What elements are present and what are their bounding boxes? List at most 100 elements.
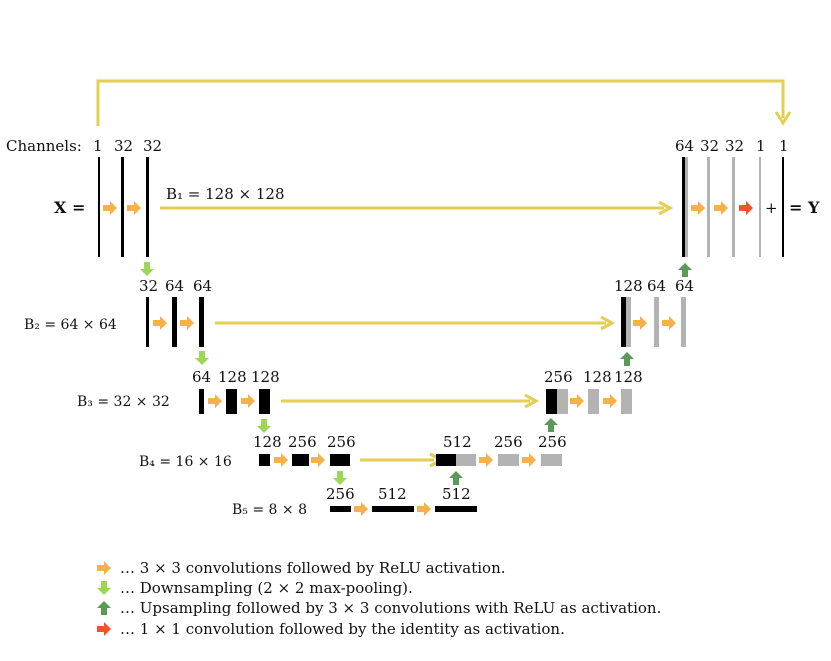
l1-arrows: [739, 201, 753, 215]
orange-right-arrow-icon: [522, 453, 536, 467]
l3-dec-block-1: [588, 389, 599, 414]
l1-dec-ch-0: 64: [675, 137, 694, 155]
l3-skip-arrowhead: [524, 393, 540, 409]
l2-dec-block-0: [626, 297, 631, 347]
l1-skip-copy-block: [682, 157, 685, 257]
l1-dec-ch-1: 32: [700, 137, 719, 155]
orange-right-arrow-icon: [153, 316, 167, 330]
l2-skip-arrowhead: [600, 315, 616, 331]
l2-dec-block-1: [654, 297, 659, 347]
l5-block-1: [372, 506, 414, 512]
l1-enc-ch-2: 32: [143, 137, 162, 155]
l4-enc-ch-2: 256: [327, 433, 356, 451]
l5-block-0: [330, 506, 351, 512]
l1-enc-ch-0: 1: [93, 137, 103, 155]
dark-green-up-arrow-icon: [449, 471, 463, 485]
dark-green-up-arrow-icon: [97, 601, 111, 615]
l5-size-label: B₅ = 8 × 8: [232, 502, 307, 518]
l1-input-block: [98, 157, 100, 257]
orange-right-arrow-icon: [633, 316, 647, 330]
orange-right-arrow-icon: [311, 453, 325, 467]
l4-dec-block-0: [456, 454, 476, 466]
l3-size-label: B₃ = 32 × 32: [77, 394, 170, 410]
orange-right-arrow-icon: [274, 453, 288, 467]
orange-right-arrow-icon: [603, 394, 617, 408]
l5-ch-1: 512: [378, 485, 407, 503]
orange-right-arrow-icon: [97, 561, 111, 575]
l2-dec-ch-1: 64: [647, 277, 666, 295]
orange-right-arrow-icon: [691, 201, 705, 215]
light-green-down-arrow-icon: [97, 581, 111, 595]
light-green-down-arrow-icon: [195, 351, 209, 365]
l1-dec-block-1: [707, 157, 710, 257]
l4-dec-ch-0: 512: [443, 433, 472, 451]
l2-skip-copy-block: [621, 297, 626, 347]
l3-dec-ch-1: 128: [583, 368, 612, 386]
l4-size-label: B₄ = 16 × 16: [139, 454, 232, 470]
l2-enc-block-1: [172, 297, 177, 347]
dark-green-up-arrow-icon: [620, 352, 634, 366]
light-green-down-arrow-icon: [257, 419, 271, 433]
l1-enc-ch-1: 32: [114, 137, 133, 155]
l1-enc-block-2: [146, 157, 149, 257]
orange-right-arrow-icon: [354, 502, 368, 516]
l3-dec-block-2: [621, 389, 632, 414]
l1-dec-block-2: [732, 157, 735, 257]
dark-green-up-arrow-icon: [544, 418, 558, 432]
l5-ch-2: 512: [442, 485, 471, 503]
orange-right-arrow-icon: [241, 394, 255, 408]
l2-dec-ch-0: 128: [614, 277, 643, 295]
l5-ch-0: 256: [326, 485, 355, 503]
orange-right-arrow-icon: [570, 394, 584, 408]
l2-enc-block-0: [146, 297, 149, 347]
l3-dec-ch-2: 128: [614, 368, 643, 386]
global-skip-connection: [96, 79, 785, 126]
l4-enc-ch-1: 256: [288, 433, 317, 451]
l2-size-label: B₂ = 64 × 64: [24, 317, 117, 333]
l4-dec-ch-1: 256: [494, 433, 523, 451]
l4-enc-block-2: [330, 454, 350, 466]
l2-enc-ch-0: 32: [139, 277, 158, 295]
l2-dec-block-2: [681, 297, 686, 347]
l3-enc-block-2: [259, 389, 270, 414]
l3-enc-block-0: [199, 389, 204, 414]
red-right-arrow-icon: [97, 622, 111, 636]
l2-enc-block-2: [199, 297, 204, 347]
l1-dec-ch-3: 1: [756, 137, 766, 155]
l3-enc-block-1: [226, 389, 237, 414]
l4-dec-block-2: [541, 454, 562, 466]
legend-icons: [97, 561, 111, 636]
l1-enc-block-1: [121, 157, 124, 257]
legend-conv-text: … 3 × 3 convolutions followed by ReLU ac…: [120, 559, 506, 577]
upsampling-arrows: [449, 263, 692, 485]
red-right-arrow-icon: [739, 201, 753, 215]
l4-skip-copy-block: [436, 454, 456, 466]
l4-dec-ch-2: 256: [538, 433, 567, 451]
light-green-down-arrow-icon: [333, 471, 347, 485]
legend-up-text: … Upsampling followed by 3 × 3 convoluti…: [120, 599, 661, 617]
orange-right-arrow-icon: [662, 316, 676, 330]
l4-dec-block-1: [498, 454, 519, 466]
l1-dec-block-0: [685, 157, 688, 257]
orange-right-arrow-icon: [103, 201, 117, 215]
orange-right-arrow-icon: [714, 201, 728, 215]
orange-right-arrow-icon: [417, 502, 431, 516]
l1-dec-ch-2: 32: [725, 137, 744, 155]
legend: … 3 × 3 convolutions followed by ReLU ac…: [97, 559, 661, 638]
l1-dec-block-3: [759, 157, 761, 257]
input-equation: X =: [54, 198, 85, 217]
l1-skip-arrowhead: [658, 200, 674, 216]
l1-output-block: [782, 157, 784, 257]
l2-enc-ch-1: 64: [165, 277, 184, 295]
l1-dec-ch-4: 1: [779, 137, 789, 155]
downsampling-arrows: [140, 262, 347, 485]
orange-right-arrow-icon: [479, 453, 493, 467]
l3-dec-block-0: [557, 389, 568, 414]
l4-enc-block-1: [292, 454, 309, 466]
l3-enc-ch-2: 128: [251, 368, 280, 386]
l3-dec-ch-0: 256: [544, 368, 573, 386]
l5-block-2: [435, 506, 477, 512]
l1-size-label: B₁ = 128 × 128: [166, 185, 285, 203]
l3-skip-copy-block: [546, 389, 557, 414]
